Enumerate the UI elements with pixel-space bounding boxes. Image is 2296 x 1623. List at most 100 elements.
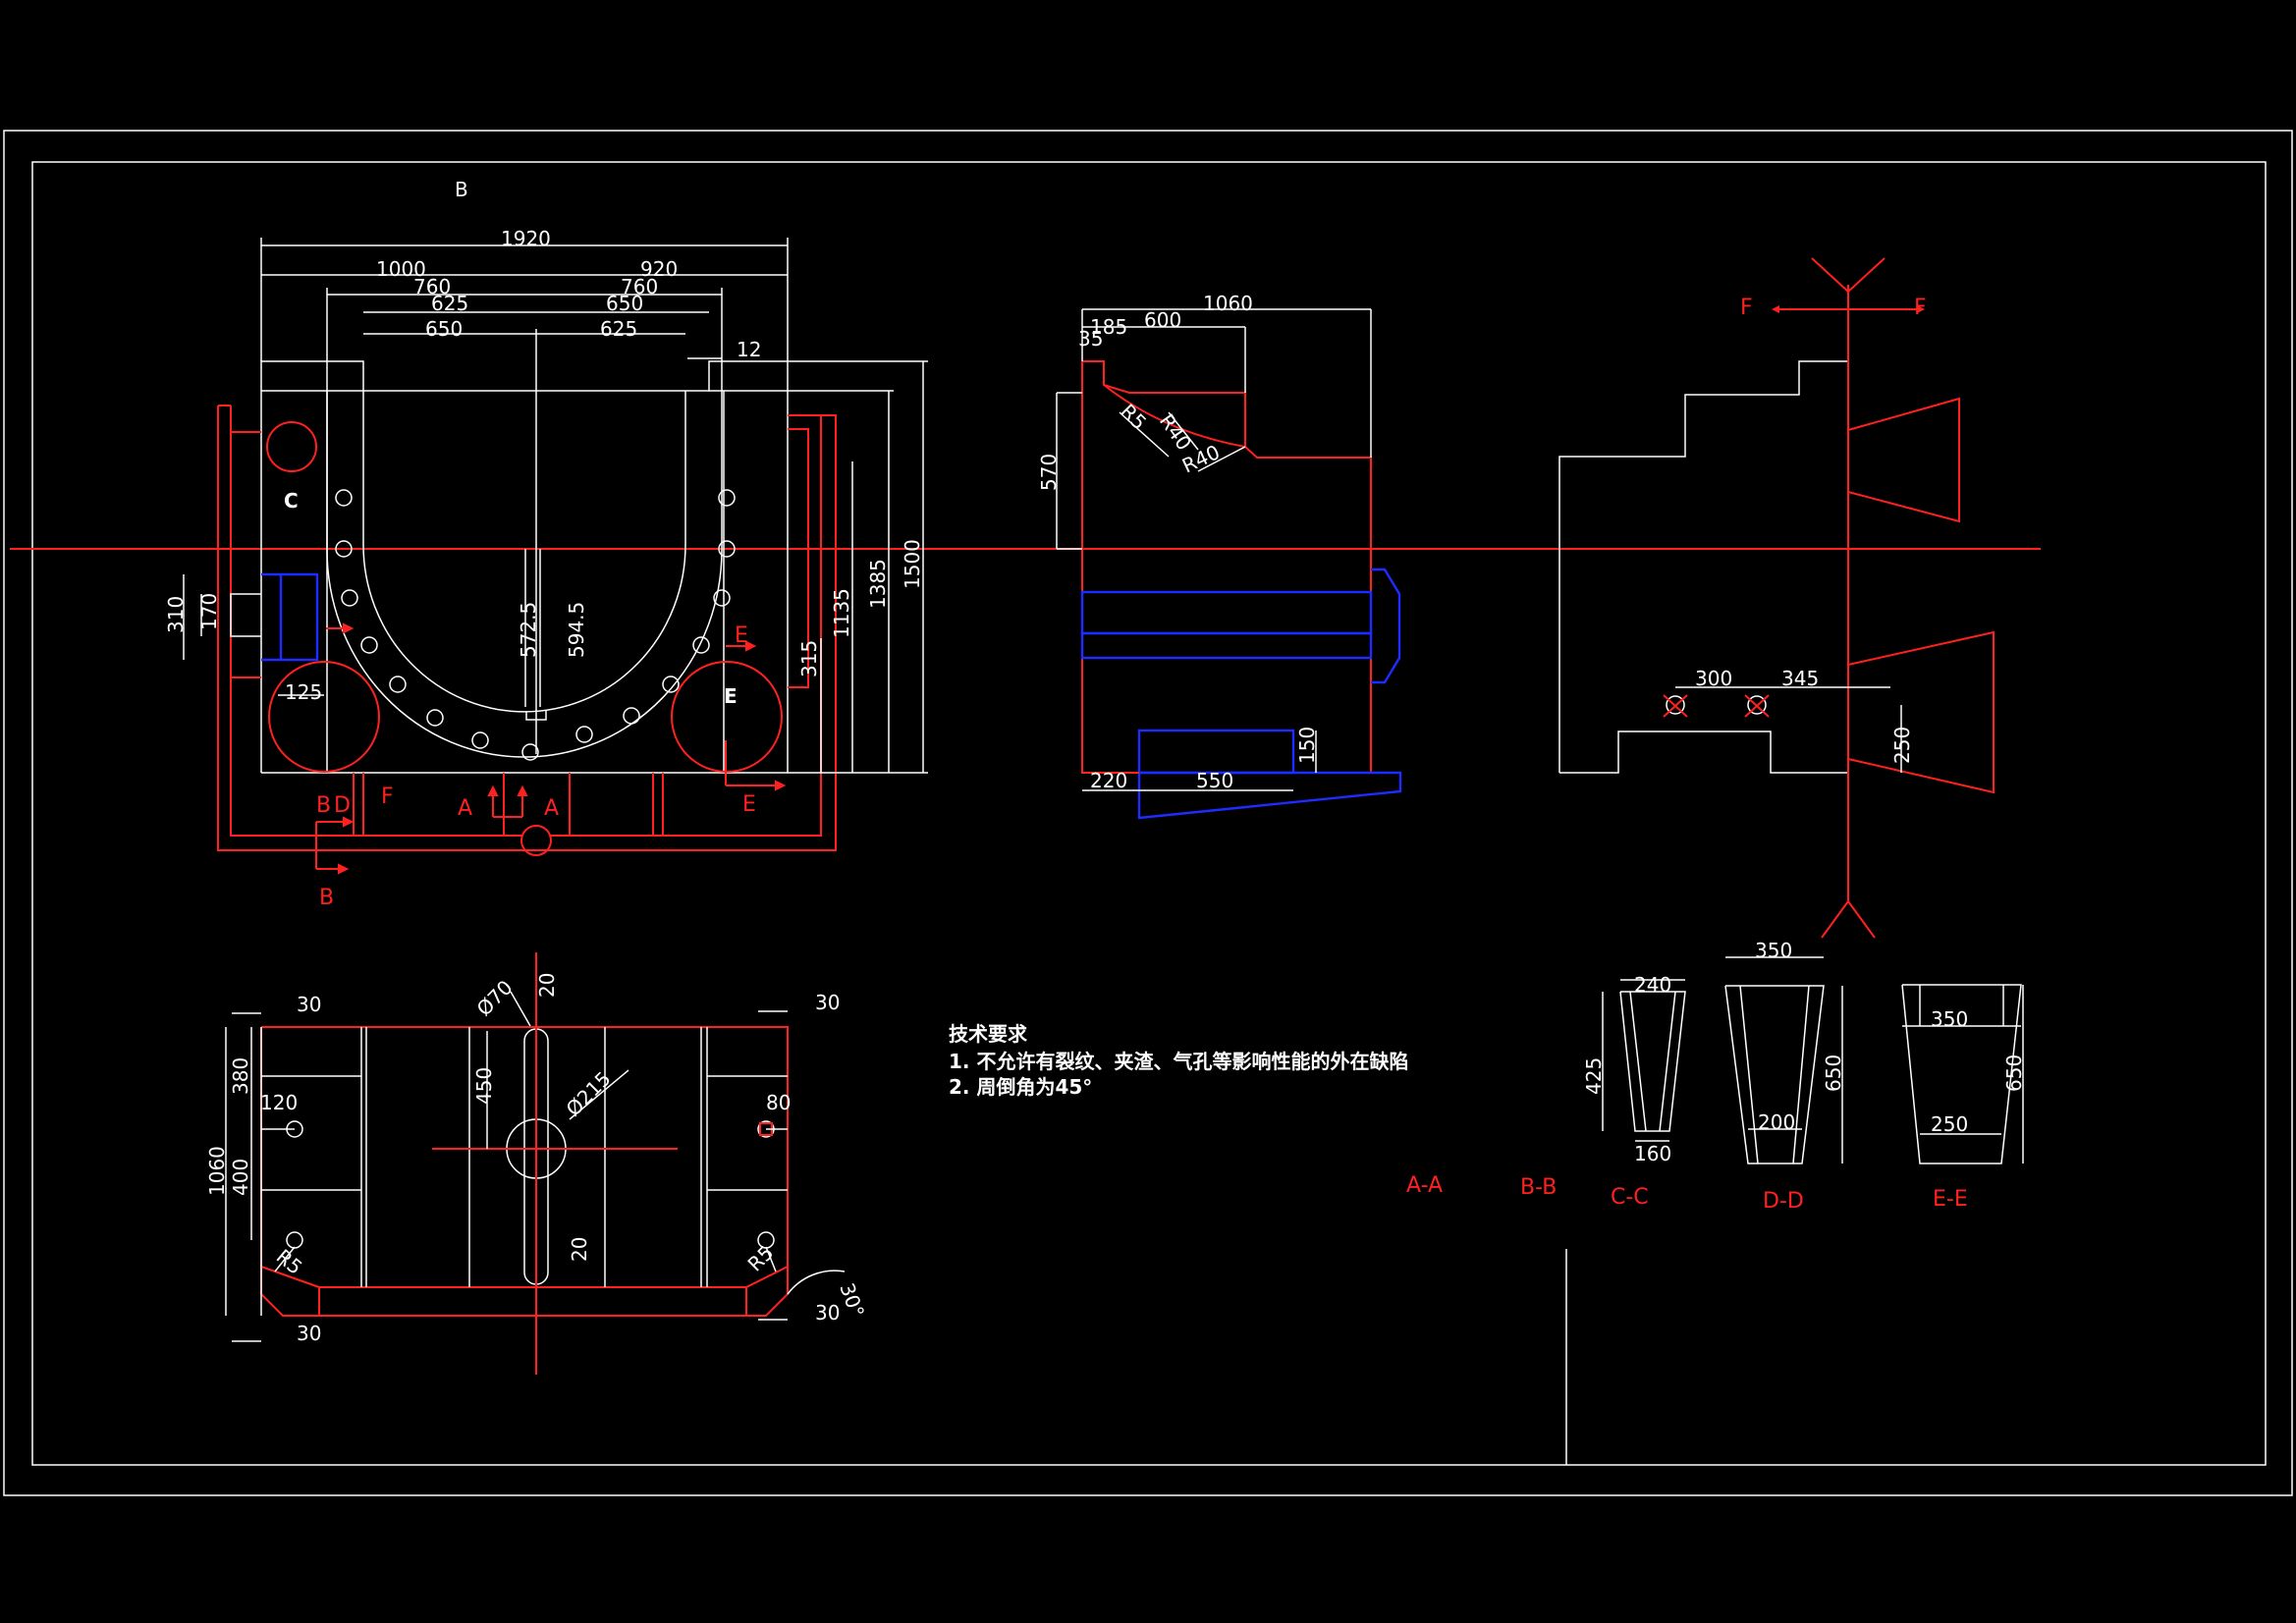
trunnion-left-circle [268, 661, 380, 773]
dim-1920: 1920 [501, 227, 551, 250]
cut-mark-e-bottom: E [742, 792, 756, 817]
bolt-holes [335, 489, 736, 761]
section-ee-top: 350 [1931, 1007, 1968, 1031]
cut-mark-e-top: E [735, 623, 748, 648]
side-dim-35: 35 [1078, 327, 1103, 351]
plan-dim-450: 450 [472, 1067, 496, 1105]
dim-572-5: 572.5 [517, 602, 540, 658]
section-dd-height: 650 [1822, 1055, 1845, 1092]
section-dd-label: D-D [1763, 1189, 1804, 1214]
dim-1135: 1135 [830, 588, 853, 638]
dim-1000: 1000 [376, 257, 426, 281]
dim-920: 920 [640, 257, 678, 281]
side-dimension-lines [1056, 308, 1372, 791]
side-dim-185: 185 [1090, 315, 1127, 339]
bottom-notch [525, 711, 547, 721]
dim-625-left: 625 [431, 292, 468, 315]
cut-mark-d: D [334, 793, 351, 818]
dim-650-left: 650 [425, 317, 463, 341]
plan-red-inner-bottom [318, 1286, 747, 1316]
dim-315: 315 [797, 640, 821, 677]
u-cavity-inner [362, 391, 686, 713]
plan-red-right-chamfer [745, 1266, 789, 1288]
section-ee-height: 650 [2002, 1055, 2026, 1092]
section-cc-inner-left [1629, 991, 1647, 1132]
notes-line-2: 2. 周倒角为45° [949, 1075, 1092, 1099]
plan-dim-r5-right: R5 [743, 1241, 779, 1276]
trunnion-stub-outline [230, 593, 261, 637]
dim-310: 310 [164, 596, 188, 633]
dim-650-right-top: 650 [606, 292, 643, 315]
notes-title: 技术要求 [949, 1022, 1028, 1046]
plan-dim-20-bottom: 20 [568, 1237, 591, 1262]
f-cut-mark-left: F [1740, 296, 1753, 320]
side-dim-600: 600 [1144, 308, 1181, 332]
cut-mark-f: F [381, 784, 394, 809]
plan-view [260, 952, 789, 1375]
side-blue-wedge [1137, 771, 1402, 820]
f-hole-left [1666, 695, 1685, 715]
red-tube-left-inner [230, 406, 521, 837]
cut-mark-b-top: B [316, 793, 331, 818]
section-cc-label: C-C [1611, 1185, 1649, 1210]
label-c: C [284, 489, 299, 513]
plan-red-left-chamfer [260, 1266, 320, 1288]
notes-line-1: 1. 不允许有裂纹、夹渣、气孔等影响性能的外在缺陷 [949, 1050, 1408, 1073]
dim-1385: 1385 [866, 559, 890, 609]
cut-mark-a-right: A [544, 796, 559, 821]
f-hole-left-mark [1663, 694, 1688, 718]
front-cut-arrows [315, 622, 787, 875]
section-cc-top: 240 [1634, 973, 1671, 997]
front-view-title: B [455, 178, 468, 201]
base-pin-circle [520, 825, 552, 856]
plan-dim-r5-left: R5 [272, 1244, 307, 1278]
section-cc-inner-right [1659, 991, 1676, 1132]
inner-frame [31, 161, 2267, 1466]
dim-625-right: 625 [600, 317, 637, 341]
side-dim-r40-a: R40 [1155, 409, 1196, 455]
section-dd-top: 350 [1755, 939, 1792, 962]
section-ee-outline [1901, 984, 2022, 1164]
dim-594-5: 594.5 [565, 602, 588, 658]
front-body-outline [260, 360, 789, 774]
section-label-aa: A-A [1406, 1173, 1443, 1198]
plan-dim-120: 120 [260, 1091, 298, 1114]
plan-dim-1060: 1060 [205, 1146, 229, 1196]
f-hole-right [1747, 695, 1767, 715]
plan-dim-30-top-left: 30 [297, 993, 321, 1016]
f-dim-250: 250 [1890, 727, 1914, 764]
f-arrow-left [1772, 305, 1779, 313]
side-dim-570: 570 [1037, 454, 1061, 491]
section-ee-label: E-E [1933, 1187, 1968, 1212]
plan-dim-80: 80 [766, 1091, 791, 1114]
stepped-body-bottom [1559, 730, 1848, 774]
side-blue-cap [1371, 568, 1401, 684]
f-bottom-fork [1821, 899, 1876, 939]
plan-dimension-lines [225, 991, 846, 1342]
section-ee-bottom: 250 [1931, 1112, 1968, 1136]
plan-dim-30-top-right: 30 [815, 991, 840, 1014]
cut-mark-a-left: A [458, 796, 472, 821]
plan-dim-30-deg: 30° [835, 1280, 869, 1322]
f-hole-right-mark [1744, 694, 1770, 718]
side-dim-r5: R5 [1116, 400, 1151, 435]
f-top-fork [1811, 257, 1886, 294]
section-dd-inner-left [1739, 985, 1759, 1164]
side-dim-220: 220 [1090, 769, 1127, 792]
section-f-view [1558, 257, 1995, 939]
red-tube-outline [217, 406, 837, 851]
lifting-lug-circle-top [266, 421, 317, 472]
plan-dim-phi215: Ø215 [562, 1066, 616, 1120]
plan-dim-phi70: Ø70 [472, 975, 518, 1020]
dim-760-left: 760 [413, 275, 451, 298]
dim-12: 12 [737, 338, 761, 361]
section-ee [1901, 984, 2024, 1164]
blue-trunnion-block-2 [281, 572, 319, 662]
f-cut-mark-right: F [1914, 296, 1927, 320]
side-blue-bar-bottom [1080, 631, 1373, 660]
side-dim-150: 150 [1295, 727, 1319, 764]
dim-170: 170 [197, 593, 221, 630]
dim-125: 125 [285, 680, 322, 704]
f-dim-300: 300 [1695, 667, 1732, 690]
